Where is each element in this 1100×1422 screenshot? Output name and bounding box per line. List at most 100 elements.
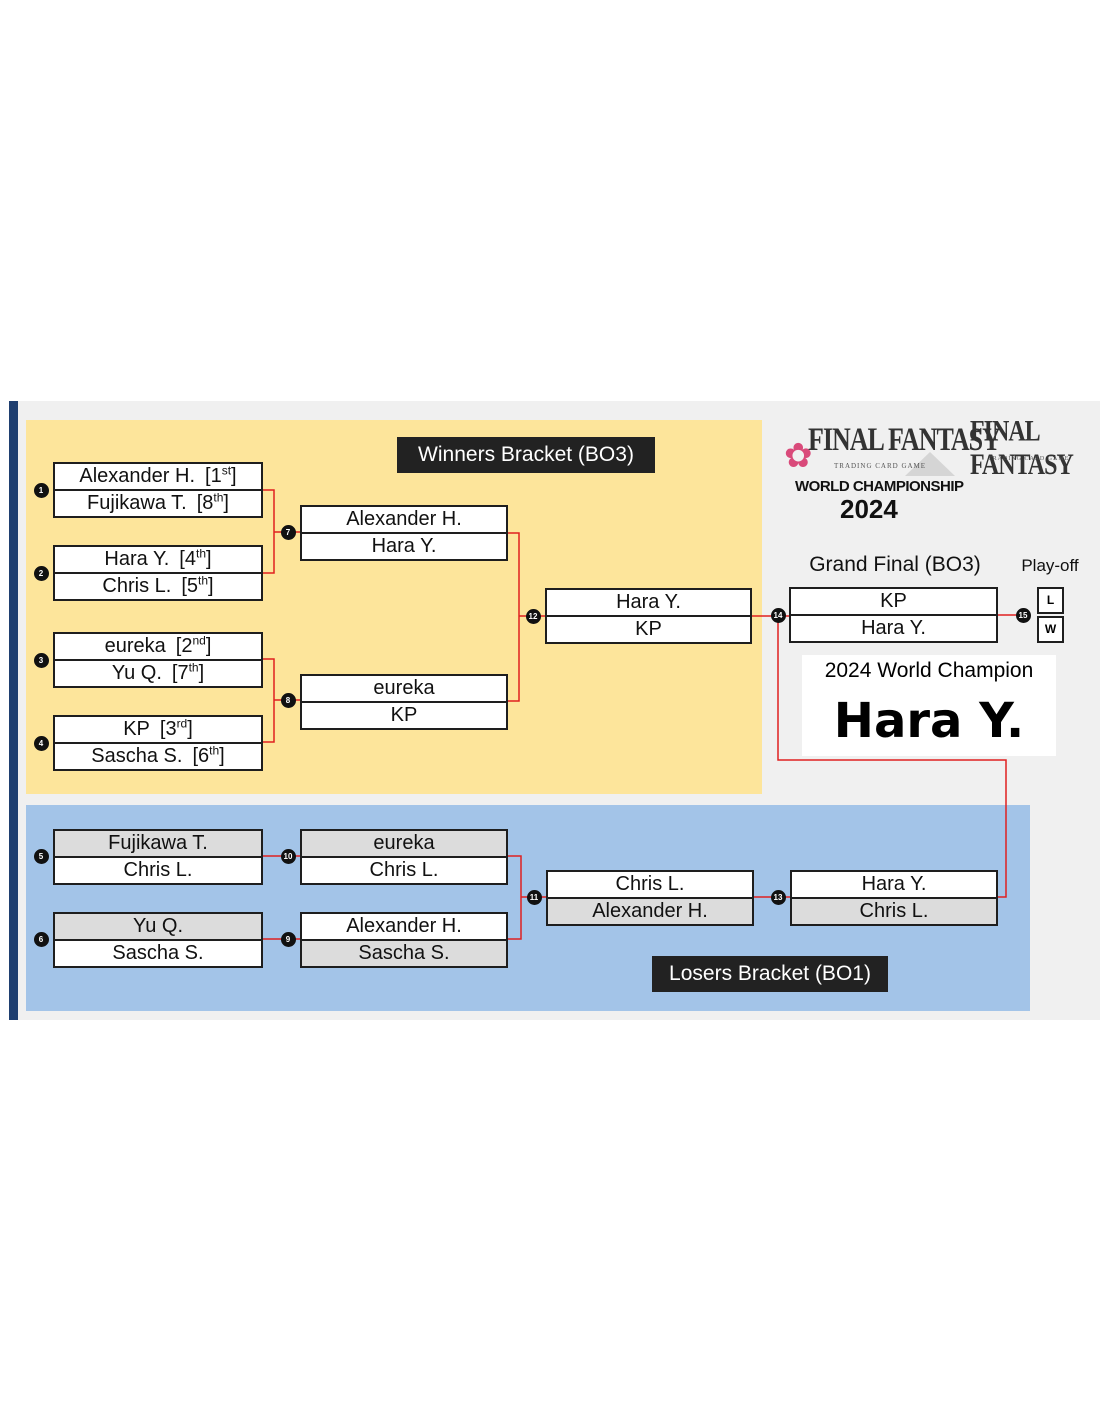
seed: [7th] [171,660,205,684]
player-name: Chris L. [123,859,193,881]
seed-suffix: nd [192,633,206,648]
player-name: Hara Y. [616,591,681,613]
sakura-icon: ✿ [784,437,813,475]
player-slot-top: KP [3rd] [53,715,263,744]
player-name: Chris L. [369,859,439,881]
player-slot-bottom: KP [300,701,508,730]
player-slot-top: Alexander H. [300,505,508,534]
player-slot-bottom: Alexander H. [546,897,754,926]
player-slot-bottom: Sascha S. [53,939,263,968]
player-name: KP [123,718,150,740]
seed: [2nd] [175,633,212,657]
player-slot-top: KP [789,587,998,616]
champion-box: 2024 World Champion Hara Y. [802,655,1056,756]
match-number-badge: 4 [33,735,49,751]
player-slot-bottom: Hara Y. [300,532,508,561]
seed: [5th] [181,573,214,597]
match-number-badge: 10 [280,848,296,864]
playoff-loser-box: L [1037,587,1064,614]
player-slot-top: Hara Y. [545,588,752,617]
player-name: Sascha S. [358,942,450,964]
seed-suffix: th [213,490,224,505]
player-slot-bottom: Sascha S. [300,939,508,968]
match-number-badge: 2 [33,565,49,581]
player-name: KP [635,618,662,640]
playoff-title: Play-off [1021,556,1079,575]
player-slot-bottom: Chris L. [53,856,263,885]
match-number-badge: 9 [280,931,296,947]
seed: [3rd] [159,716,193,740]
connector-line [263,658,275,743]
champion-name: Hara Y. [833,693,1025,749]
brand-subtitle: TRADING CARD GAME [834,462,927,470]
player-slot-top: Alexander H. [300,912,508,941]
player-slot-top: Alexander H. [1st] [53,462,263,491]
player-name: Alexander H. [346,915,462,937]
player-name: Hara Y. [861,873,927,895]
seed: [1st] [205,463,237,487]
player-slot-top: Yu Q. [53,912,263,941]
match-number-badge: 11 [526,889,542,905]
seed-suffix: th [209,743,220,758]
player-name: KP [390,704,418,726]
player-name: eureka [373,677,435,699]
match-number-badge: 15 [1015,607,1031,623]
player-name: Sascha S. [91,745,183,767]
player-slot-bottom: Chris L. [300,856,508,885]
accent-bar [9,401,18,1020]
brand-logo-text: FINAL FANTASY [808,421,1001,458]
connector-line [508,855,522,940]
seed: [6th] [192,743,225,767]
player-name: Alexander H. [346,508,462,530]
playoff-winner-box: W [1037,616,1064,643]
player-slot-top: Hara Y.[4th] [53,545,263,574]
player-name: Alexander H. [79,465,196,487]
grand-final-title: Grand Final (BO3) [809,553,981,576]
seed-number: 5 [186,575,198,597]
seed-number: 8 [202,492,214,514]
match-number-badge: 7 [280,524,296,540]
seed-number: 2 [181,635,193,657]
player-name: KP [880,590,907,612]
player-name: eureka [104,635,166,657]
player-name: Sascha S. [112,942,204,964]
mountain-icon [905,452,955,476]
player-name: Yu Q. [132,915,184,937]
player-slot-bottom: Fujikawa T. [8th] [53,489,263,518]
seed-number: 7 [177,662,189,684]
player-name: eureka [373,832,435,854]
seed-suffix: st [221,463,232,478]
player-slot-bottom: Yu Q. [7th] [53,659,263,688]
connector-line [263,489,275,574]
player-name: Chris L. [859,900,929,922]
match-number-badge: 3 [33,652,49,668]
player-slot-top: eureka [300,674,508,703]
player-name: Chris L. [615,873,685,895]
player-name: Fujikawa T. [87,492,187,514]
player-slot-top: Hara Y. [790,870,998,899]
match-number-badge: 5 [33,848,49,864]
player-slot-bottom: Chris L. [790,897,998,926]
player-name: Hara Y. [371,535,437,557]
seed-suffix: th [198,573,209,588]
seed-suffix: th [195,546,206,561]
event-year: 2024 [840,494,898,524]
player-name: Fujikawa T. [108,832,208,854]
brand-logo-text-secondary: FINAL FANTASY [970,415,1074,482]
player-name: Chris L. [102,575,172,597]
connector-line [777,616,1007,898]
player-name: Hara Y. [104,548,170,570]
player-slot-top: eureka [300,829,508,858]
player-slot-bottom: Chris L. [5th] [53,572,263,601]
player-name: Yu Q. [111,662,162,684]
player-slot-bottom: Sascha S. [6th] [53,742,263,771]
match-number-badge: 12 [525,608,541,624]
seed-number: 1 [210,465,222,487]
event-name: WORLD CHAMPIONSHIP [795,478,964,495]
seed-number: 4 [184,548,196,570]
winners-bracket-title: Winners Bracket (BO3) [397,437,655,473]
seed: [8th] [196,490,229,514]
losers-bracket-title: Losers Bracket (BO1) [652,956,888,992]
